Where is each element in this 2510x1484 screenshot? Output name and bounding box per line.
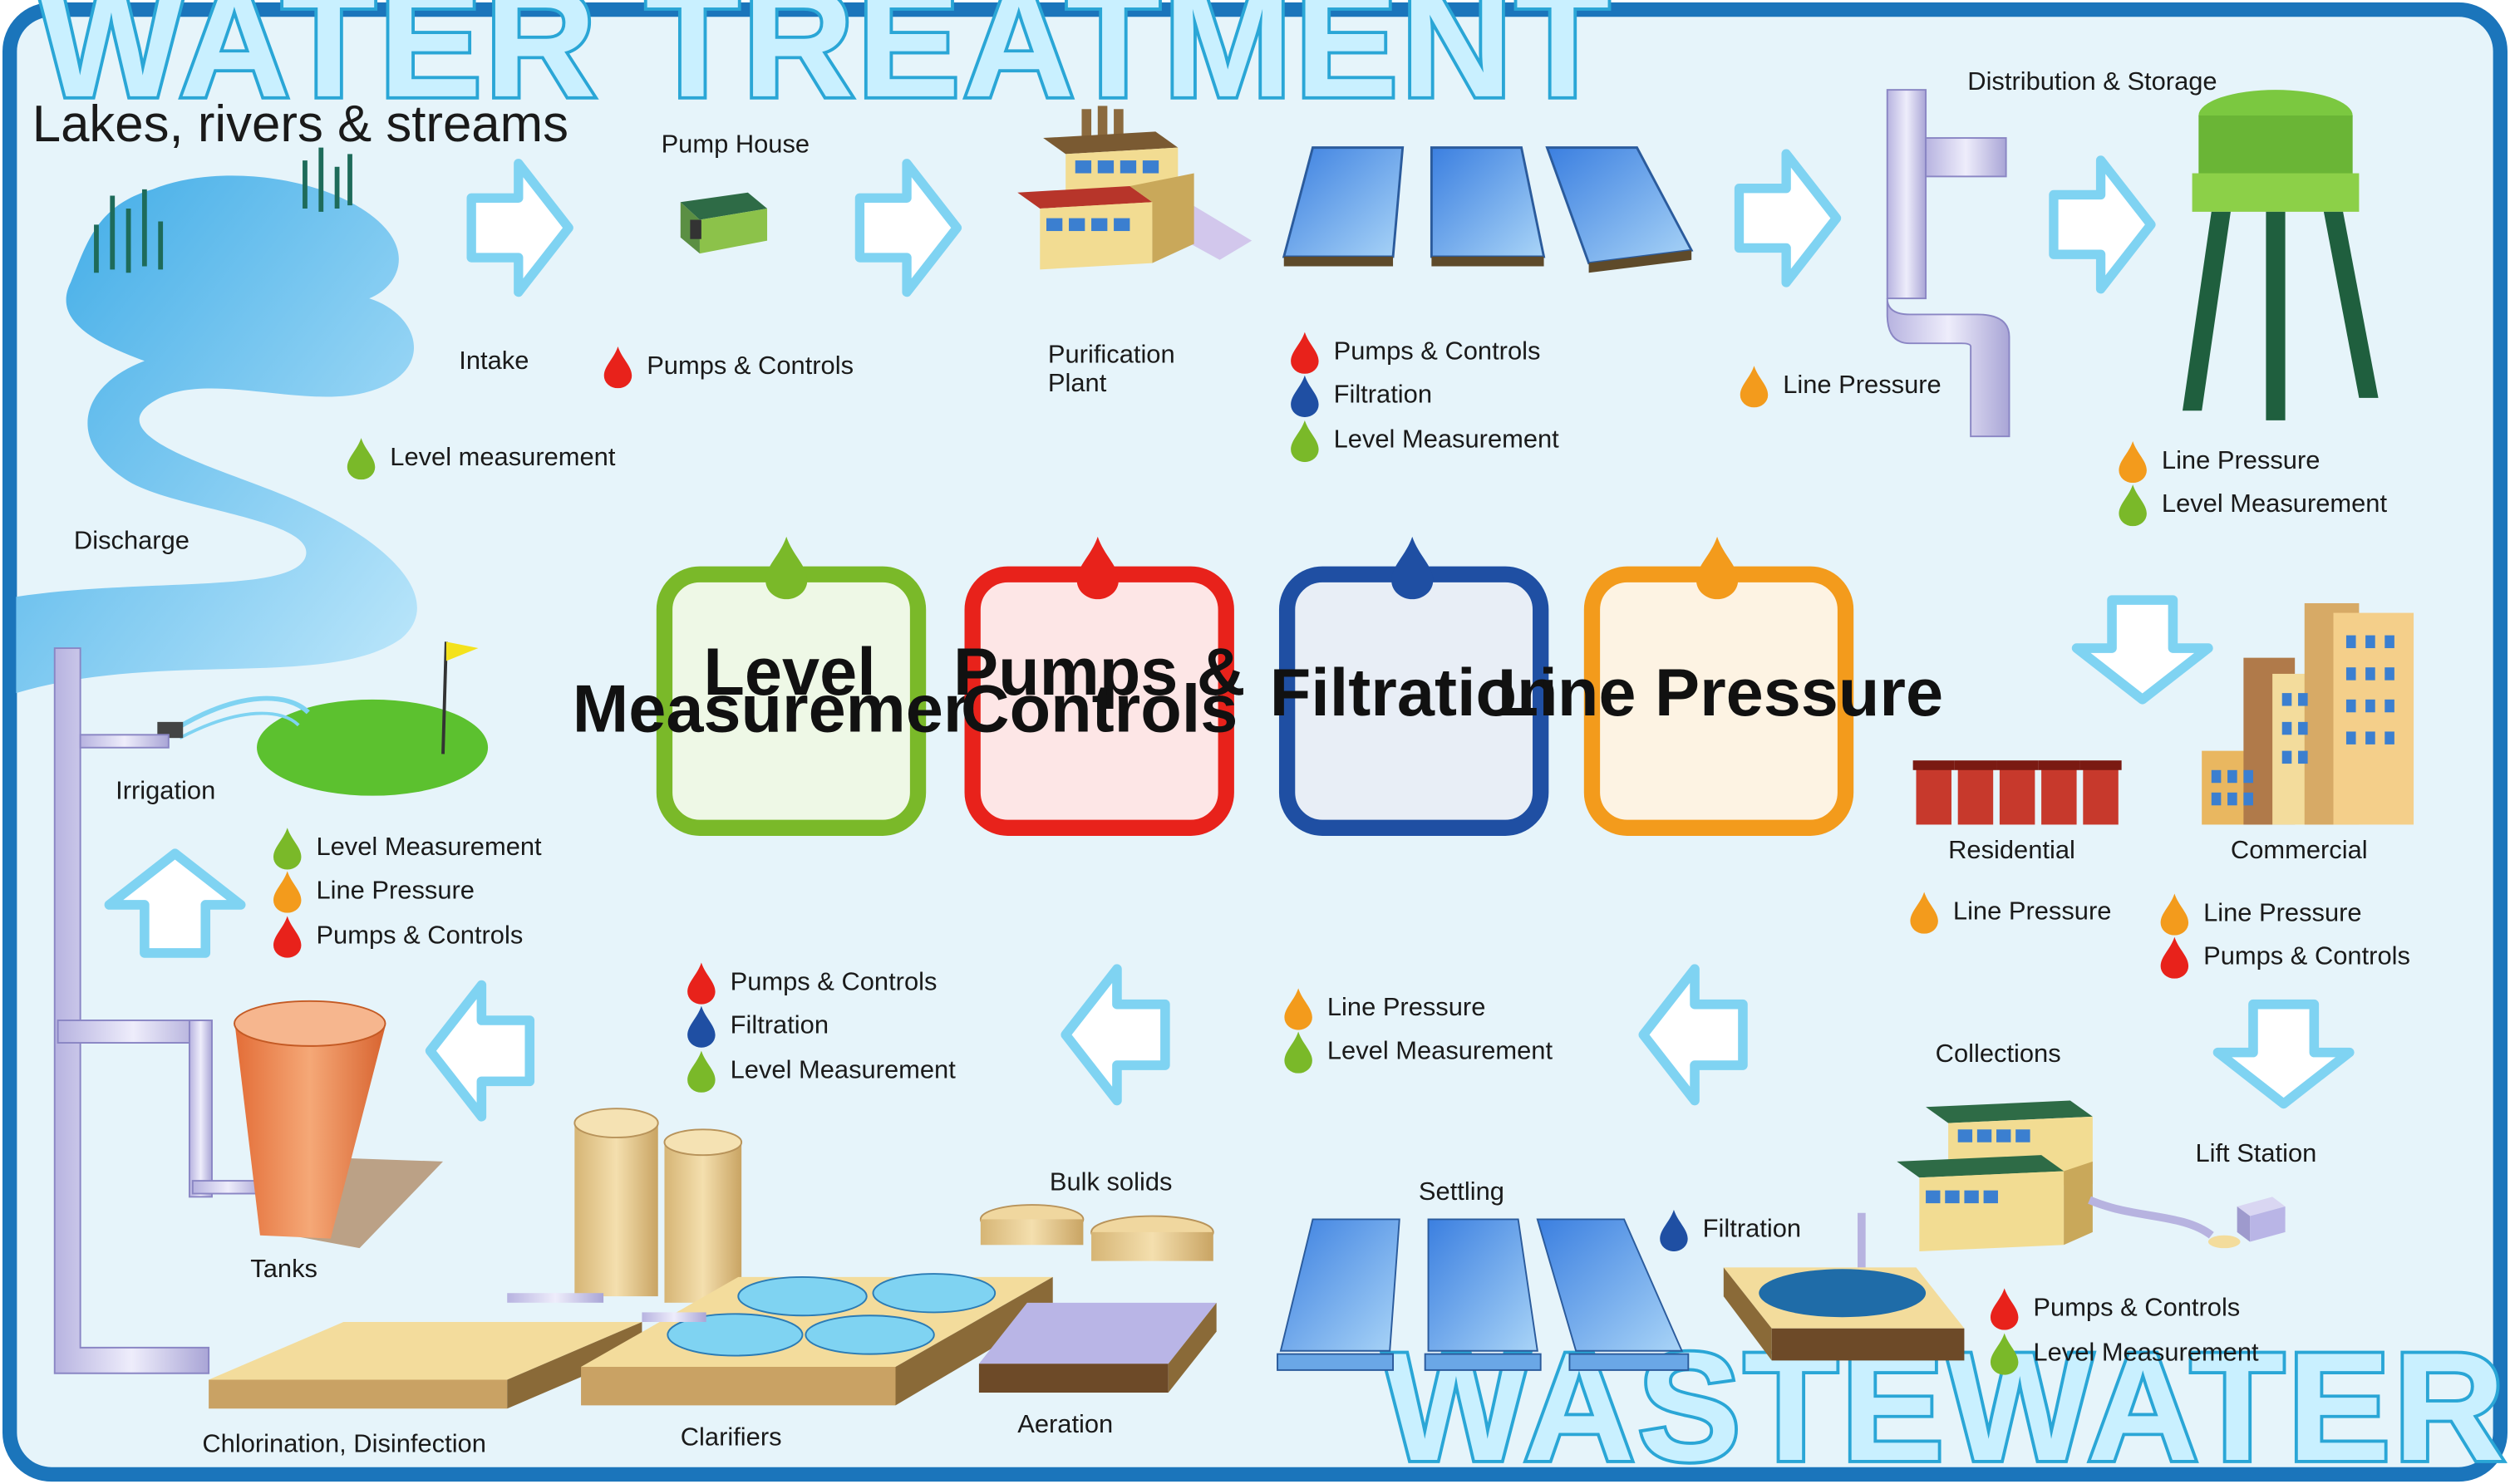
label-tanks: Tanks: [250, 1254, 317, 1283]
distribution-pipe-icon: [1886, 89, 2010, 438]
label-discharge: Discharge: [74, 525, 189, 554]
legend-card-pressure: Line Pressure: [1498, 536, 1943, 836]
bulk-solids-icon: [979, 1204, 1214, 1261]
filtration-panels-top: [1282, 146, 1694, 273]
measurement-label: Level Measurement: [2162, 489, 2388, 518]
legend-pressure: Line Pressure: [1498, 656, 1943, 730]
measurement-label: Pumps & Controls: [2033, 1292, 2240, 1321]
measurement-label: Line Pressure: [1327, 992, 1486, 1021]
purification-plant-icon: [1017, 106, 1253, 270]
legend-card-level: Level Measurement: [573, 536, 1007, 836]
measurement-label: Line Pressure: [2162, 445, 2321, 474]
label-settling: Settling: [1419, 1177, 1504, 1206]
label-bulk-solids: Bulk solids: [1050, 1167, 1173, 1197]
measurement-intake-level: Level measurement: [347, 438, 616, 480]
label-commercial: Commercial: [2231, 835, 2368, 864]
label-chlorination: Chlorination, Disinfection: [202, 1428, 486, 1457]
commercial-icon: [2202, 602, 2414, 825]
clarifier-complex-icon: [209, 1108, 1053, 1409]
legend-level-line1: Level: [703, 635, 875, 710]
label-aeration: Aeration: [1017, 1409, 1113, 1438]
legend-card-pumps: Pumps & Controls: [953, 536, 1245, 836]
reeds-icon: [94, 147, 352, 273]
basin-icon: [1723, 1267, 1965, 1361]
water-treatment-title: WATER TREATMENT: [38, 0, 1612, 130]
measurement-irr-pumps: Pumps & Controls: [273, 916, 523, 958]
legend-card-filtration: Filtration: [1270, 536, 1558, 836]
measurement-tower-level: Level Measurement: [2119, 484, 2388, 527]
label-purification-1: Purification: [1048, 339, 1175, 368]
collections-building-icon: [1858, 1100, 2214, 1268]
measurement-label: Level Measurement: [731, 1055, 957, 1084]
measurement-col-pumps: Pumps & Controls: [1990, 1288, 2240, 1330]
settling-panels: [1277, 1218, 1690, 1371]
measurement-label: Level Measurement: [316, 832, 542, 861]
label-lakes: Lakes, rivers & streams: [32, 96, 568, 153]
label-purification-2: Plant: [1048, 368, 1107, 397]
measurement-label: Pumps & Controls: [316, 920, 523, 949]
measurement-col-level: Level Measurement: [1990, 1333, 2259, 1375]
label-residential: Residential: [1948, 835, 2075, 864]
measurement-irr-level: Level Measurement: [273, 828, 542, 870]
measurement-set-pressure: Line Pressure: [1284, 988, 1486, 1030]
measurement-label: Line Pressure: [1783, 370, 1942, 399]
label-collections: Collections: [1936, 1039, 2061, 1068]
label-irrigation: Irrigation: [116, 776, 215, 805]
label-clarifiers: Clarifiers: [681, 1423, 782, 1452]
aeration-icon: [978, 1302, 1217, 1393]
lake-river: [16, 175, 417, 694]
label-pump-house: Pump House: [662, 129, 810, 158]
measurement-label: Pumps & Controls: [1334, 337, 1541, 366]
measurement-label: Pumps & Controls: [647, 351, 854, 380]
legend-pumps-line2: Controls: [961, 671, 1238, 746]
measurement-pur-pumps: Pumps & Controls: [1291, 332, 1540, 374]
measurement-label: Filtration: [1703, 1214, 1801, 1243]
measurement-label: Level Measurement: [1327, 1035, 1553, 1064]
legend-filtration: Filtration: [1270, 656, 1558, 730]
measurement-label: Level Measurement: [2033, 1337, 2259, 1366]
discharge-pipe-icon: [53, 647, 264, 1374]
measurement-set-filtration: Filtration: [1660, 1209, 1801, 1252]
measurement-label: Level Measurement: [1334, 425, 1560, 454]
irrigation-icon: [157, 641, 489, 796]
measurement-label: Filtration: [1334, 380, 1432, 409]
label-lift-station: Lift Station: [2195, 1138, 2316, 1167]
measurement-intake-pumps: Pumps & Controls: [603, 346, 854, 389]
measurement-set-level: Level Measurement: [1284, 1031, 1553, 1074]
legend-pumps-line1: Pumps &: [953, 635, 1245, 710]
measurement-label: Filtration: [731, 1010, 829, 1039]
measurement-label: Pumps & Controls: [731, 966, 938, 995]
measurement-com-pumps: Pumps & Controls: [2160, 936, 2410, 979]
measurement-label: Pumps & Controls: [2203, 941, 2410, 970]
water-tower-icon: [2183, 90, 2379, 420]
measurement-label: Level measurement: [390, 442, 616, 471]
measurement-clar-level: Level Measurement: [687, 1050, 957, 1093]
measurement-clar-filtration: Filtration: [687, 1005, 829, 1048]
legend-level-line2: Measurement: [573, 671, 1007, 746]
measurement-label: Line Pressure: [316, 875, 475, 904]
label-intake: Intake: [459, 346, 529, 375]
pump-house-icon: [680, 192, 768, 254]
measurement-clar-pumps: Pumps & Controls: [687, 962, 938, 1005]
label-distribution: Distribution & Storage: [1967, 66, 2217, 96]
measurement-pur-level: Level Measurement: [1291, 420, 1560, 463]
measurement-tower-pressure: Line Pressure: [2119, 440, 2321, 484]
residential-icon: [1912, 760, 2122, 825]
measurement-irr-pressure: Line Pressure: [273, 871, 475, 913]
measurement-com-pressure: Line Pressure: [2160, 893, 2362, 936]
measurement-res-pressure: Line Pressure: [1910, 892, 2111, 934]
measurement-pur-filtration: Filtration: [1291, 375, 1432, 418]
measurement-label: Line Pressure: [1953, 896, 2112, 925]
measurement-label: Line Pressure: [2203, 897, 2362, 926]
lift-station-icon: [2207, 1197, 2286, 1249]
measurement-pipe-pressure: Line Pressure: [1740, 366, 1942, 408]
tank-icon: [234, 1000, 444, 1249]
